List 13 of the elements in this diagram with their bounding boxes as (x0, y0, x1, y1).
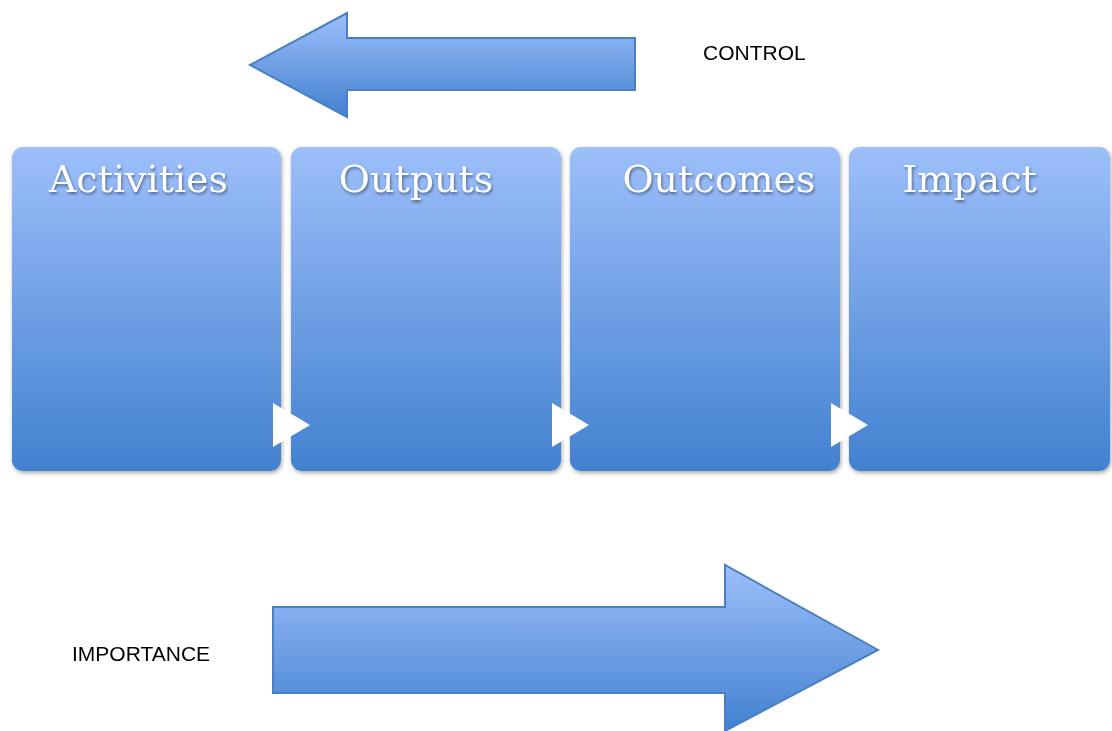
stage-box (12, 147, 281, 471)
chevron-arrow (273, 403, 310, 447)
stage-box (291, 147, 561, 471)
stage-box (849, 147, 1110, 471)
axis-label: CONTROL (703, 41, 806, 65)
stage-title: Outcomes (621, 157, 817, 201)
stage-title: Activities (47, 157, 230, 201)
chevron-arrow (552, 403, 589, 447)
stage-box (570, 147, 840, 471)
chevron-arrow (831, 403, 868, 447)
axis-label: IMPORTANCE (72, 642, 211, 666)
stage-title: Impact (901, 157, 1038, 201)
stage-title: Outputs (337, 157, 495, 201)
